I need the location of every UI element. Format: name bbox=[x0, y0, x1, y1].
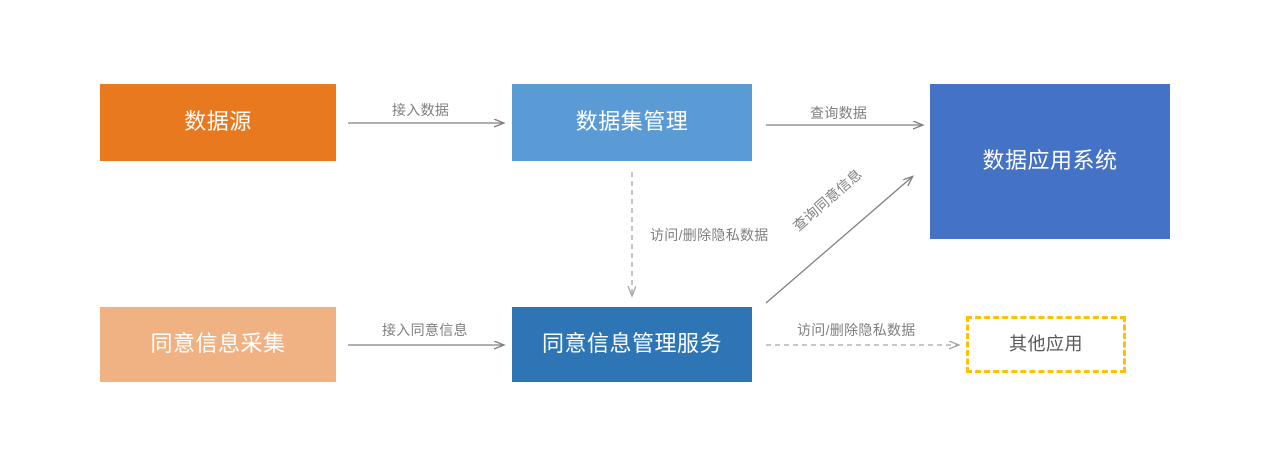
edge-label-ingest-consent-info: 接入同意信息 bbox=[382, 322, 468, 338]
node-consent-management-service-label: 同意信息管理服务 bbox=[541, 331, 722, 357]
edge-label-access-delete-private-data-vertical: 访问/删除隐私数据 bbox=[650, 227, 769, 243]
node-dataset-management[interactable]: 数据集管理 bbox=[512, 84, 752, 161]
edge-label-query-data: 查询数据 bbox=[810, 105, 868, 121]
node-dataset-management-label: 数据集管理 bbox=[575, 109, 689, 135]
node-data-source[interactable]: 数据源 bbox=[100, 84, 336, 161]
node-data-source-label: 数据源 bbox=[184, 109, 252, 135]
node-consent-collection[interactable]: 同意信息采集 bbox=[100, 307, 336, 382]
node-data-application-system[interactable]: 数据应用系统 bbox=[930, 84, 1170, 239]
node-consent-management-service[interactable]: 同意信息管理服务 bbox=[512, 307, 752, 382]
edge-label-ingest-data: 接入数据 bbox=[392, 102, 450, 118]
edge-query-consent-info bbox=[765, 177, 912, 304]
node-consent-collection-label: 同意信息采集 bbox=[150, 331, 286, 357]
node-other-applications-label: 其他应用 bbox=[1009, 333, 1083, 354]
node-data-application-system-label: 数据应用系统 bbox=[982, 148, 1118, 174]
node-other-applications[interactable]: 其他应用 bbox=[966, 316, 1126, 373]
edge-label-access-delete-private-data-horizontal: 访问/删除隐私数据 bbox=[797, 322, 916, 338]
